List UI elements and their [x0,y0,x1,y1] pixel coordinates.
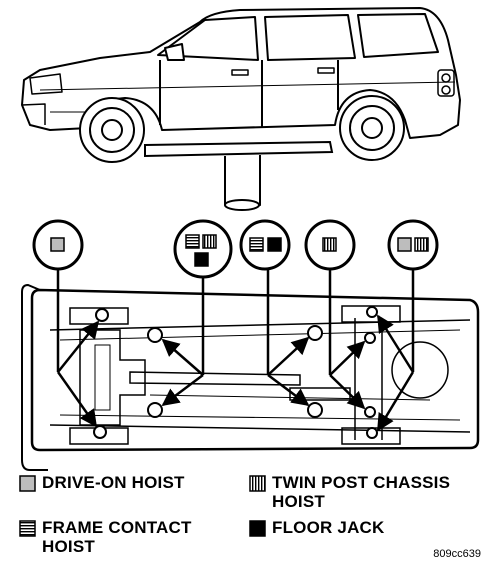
lift-point-rear-left-outer [366,306,378,318]
lift-points [93,306,378,439]
lift-point-frame-front-left [147,327,163,343]
legend-twin-post-label-line1: TWIN POST CHASSIS [272,473,451,492]
swatch-twin-post [249,475,266,492]
lift-point-frame-rear-right [307,402,323,418]
swatch-floor-jack [249,520,266,537]
lift-point-frame-front-right [147,402,163,418]
swatch-frame-contact [19,520,36,537]
lift-point-rear-right-inner [364,406,376,418]
swatch-drive-on [19,475,36,492]
legend-drive-on-label: DRIVE-ON HOIST [42,473,185,492]
legend-frame-contact-label-line1: FRAME CONTACT [42,518,192,537]
indicator-arrows [56,268,415,432]
legend-floor-jack: FLOOR JACK [272,518,385,537]
legend-frame-contact-label-line2: HOIST [42,537,95,556]
legend-drive-on: DRIVE-ON HOIST [42,473,185,492]
hoist-post [144,140,334,211]
figure-code: 809cc639 [433,548,481,560]
suv-side-view [21,7,461,163]
legend-twin-post: TWIN POST CHASSIS HOIST [272,473,450,511]
lift-point-rear-right-outer [366,427,378,439]
legend-frame-contact: FRAME CONTACT HOIST [42,518,192,556]
legend-twin-post-label-line2: HOIST [272,492,325,511]
lift-point-front-right [93,425,107,439]
legend-floor-jack-label: FLOOR JACK [272,518,385,537]
indicator-circles [32,219,439,279]
legend-swatches [19,475,266,537]
lift-point-front-left [95,308,109,322]
lift-point-frame-rear-left [307,325,323,341]
lift-point-rear-left-inner [364,332,376,344]
